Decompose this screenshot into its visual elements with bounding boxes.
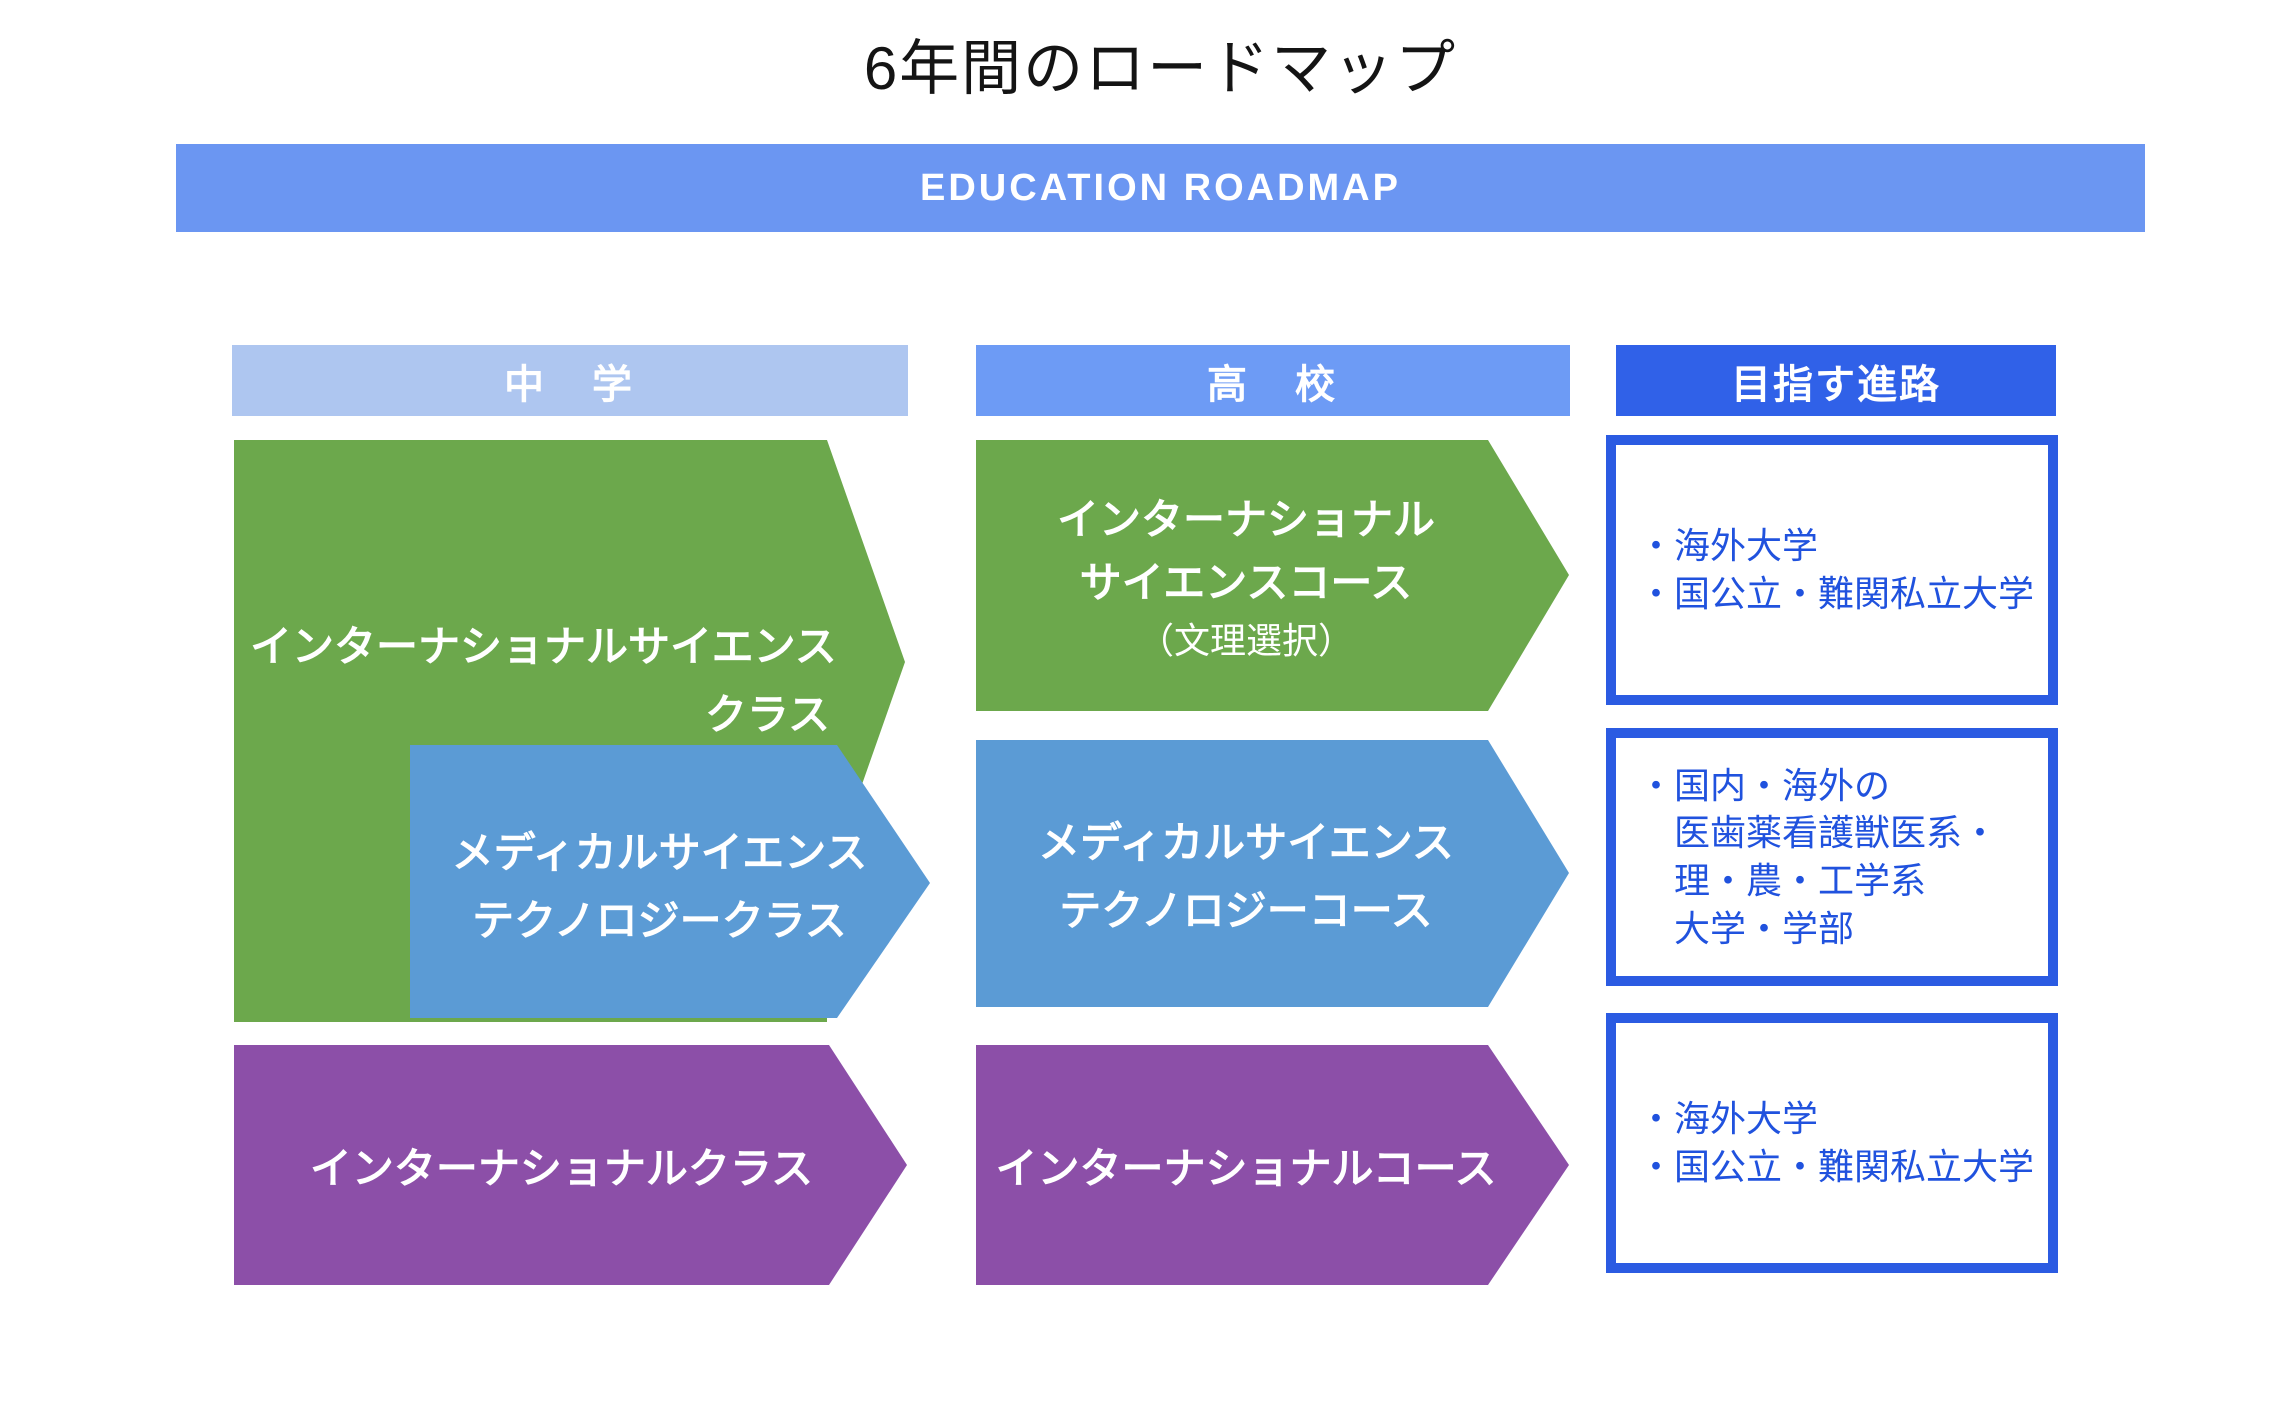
jh-international-label: インターナショナルクラス [234, 1052, 889, 1287]
jh-medical-science-arrow-shape [410, 745, 930, 1018]
hs-international-arrow-shape [976, 1045, 1569, 1285]
banner: EDUCATION ROADMAP [176, 144, 2145, 232]
hs-international-science-arrow-shape [976, 440, 1569, 711]
arrow-label-line: テクノロジークラス [472, 897, 847, 944]
arrow-label-line: テクノロジーコース [1059, 887, 1433, 934]
column-header-goal: 目指す進路 [1616, 345, 2056, 416]
arrow-label-line: インターナショナルサイエンス [250, 622, 837, 670]
jh-international-science-label: インターナショナルサイエンス クラス [250, 446, 837, 916]
hs-medical-science-arrow-shape [976, 740, 1569, 1007]
arrow-label-line: クラス [704, 691, 830, 738]
hs-international-science-label: インターナショナル サイエンスコース （文理選択） [976, 442, 1516, 713]
arrow-label-line: インターナショナルクラス [309, 1145, 814, 1193]
goal-box-international-science: ・海外大学 ・国公立・難関私立大学 [1606, 435, 2058, 705]
jh-international-arrow-shape [234, 1045, 907, 1285]
arrow-label-line: メディカルサイエンス [1038, 818, 1454, 866]
goal-line: ・海外大学 [1638, 1098, 1819, 1140]
goal-line: ・国公立・難関私立大学 [1638, 573, 2035, 614]
goal-line: ・国内・海外の [1638, 764, 1891, 806]
column-header-junior-high: 中 学 [232, 345, 908, 416]
goal-line: 大学・学部 [1638, 907, 1855, 949]
arrow-label-subline: （文理選択） [1137, 619, 1354, 661]
goal-line: 理・農・工学系 [1638, 860, 1927, 901]
goal-box-international: ・海外大学 ・国公立・難関私立大学 [1606, 1013, 2058, 1273]
column-header-high-school: 高 校 [976, 345, 1570, 416]
arrow-label-line: インターナショナルコース [995, 1145, 1497, 1193]
goal-line: 医歯薬看護獣医系・ [1638, 812, 1999, 854]
arrow-label-line: サイエンスコース [1079, 558, 1413, 606]
hs-international-label: インターナショナルコース [976, 1052, 1516, 1287]
hs-medical-science-label: メディカルサイエンス テクノロジーコース [976, 746, 1516, 1008]
arrow-label-line: インターナショナル [1056, 495, 1435, 543]
banner-label: EDUCATION ROADMAP [920, 166, 1401, 209]
goal-box-medical-science: ・国内・海外の 医歯薬看護獣医系・ 理・農・工学系 大学・学部 [1606, 728, 2058, 986]
goal-line: ・国公立・難関私立大学 [1638, 1146, 2035, 1187]
jh-medical-science-label: メディカルサイエンス テクノロジークラス [412, 752, 907, 1022]
arrow-label-line: メディカルサイエンス [451, 828, 868, 876]
page-title: 6年間のロードマップ [863, 35, 1458, 102]
goal-line: ・海外大学 [1638, 525, 1819, 567]
